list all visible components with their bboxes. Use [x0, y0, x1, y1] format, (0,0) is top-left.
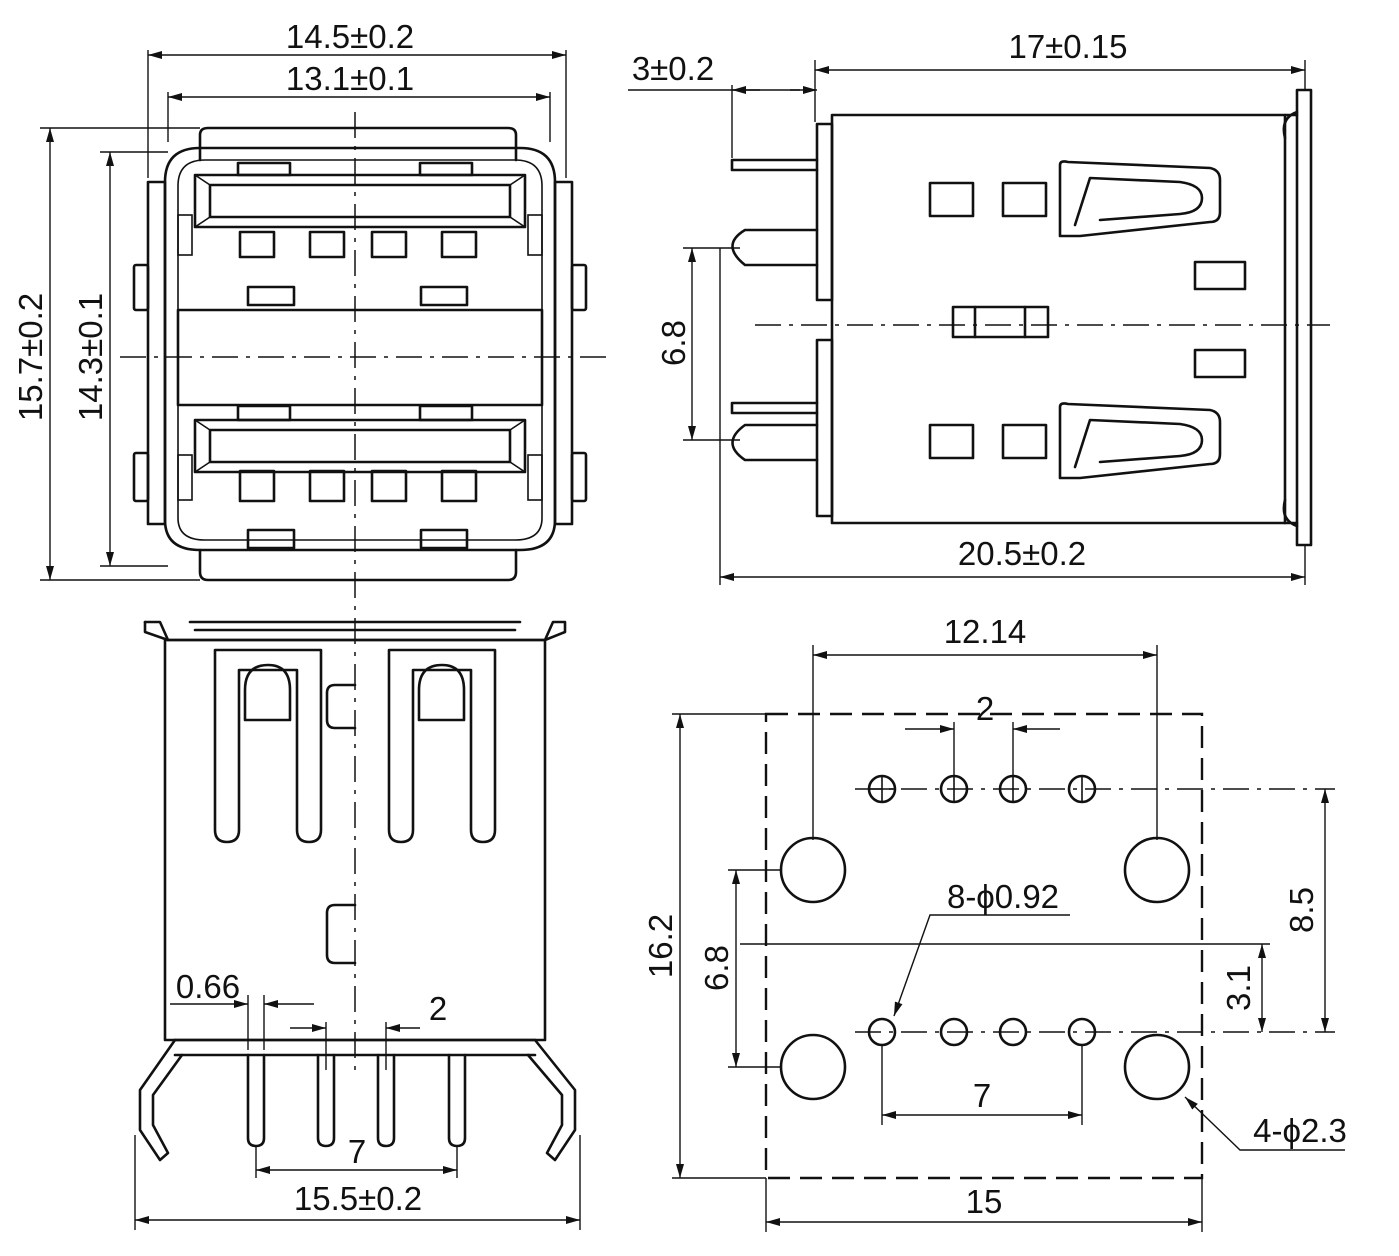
front-width-inner-label: 13.1±0.1 — [286, 60, 414, 97]
pcb-footprint: 12.14 2 8-ϕ0.92 8.5 6.8 3.1 7 4-ϕ2.3 15 … — [642, 613, 1347, 1232]
front-width-outer-label: 14.5±0.2 — [286, 18, 414, 55]
side-pin-spacing-label: 6.8 — [655, 320, 692, 366]
front-height-outer-label: 15.7±0.2 — [12, 293, 49, 421]
side-body-length-label: 17±0.15 — [1008, 28, 1127, 65]
fp-pin-holes-label: 8-ϕ0.92 — [947, 878, 1059, 915]
side-view: 17±0.15 3±0.2 20.5±0.2 6.8 — [628, 28, 1330, 585]
front-height-inner-label: 14.3±0.1 — [72, 293, 109, 421]
bottom-leg-span-label: 15.5±0.2 — [294, 1180, 422, 1217]
fp-row-offset-label: 8.5 — [1283, 887, 1320, 933]
front-view: 14.5±0.2 13.1±0.1 15.7±0.2 14.3±0.1 — [12, 18, 612, 1075]
fp-row-spacing-label: 6.8 — [698, 945, 735, 991]
bottom-pin-width-label: 0.66 — [176, 968, 240, 1005]
fp-pin-pitch-label: 2 — [976, 690, 994, 727]
side-flange-label: 3±0.2 — [632, 50, 714, 87]
bottom-view: 0.66 2 7 15.5±0.2 — [134, 620, 581, 1230]
fp-center-offset-label: 3.1 — [1220, 965, 1257, 1011]
fp-pin-span-label: 7 — [973, 1077, 991, 1114]
fp-outline-width-label: 15 — [966, 1183, 1003, 1220]
fp-mount-span-label: 12.14 — [944, 613, 1027, 650]
fp-outline-height-label: 16.2 — [642, 914, 679, 978]
bottom-pin-pitch-label: 2 — [429, 990, 447, 1027]
bottom-pin-span-label: 7 — [348, 1133, 366, 1170]
side-total-length-label: 20.5±0.2 — [958, 535, 1086, 572]
fp-mount-holes-label: 4-ϕ2.3 — [1253, 1112, 1347, 1149]
